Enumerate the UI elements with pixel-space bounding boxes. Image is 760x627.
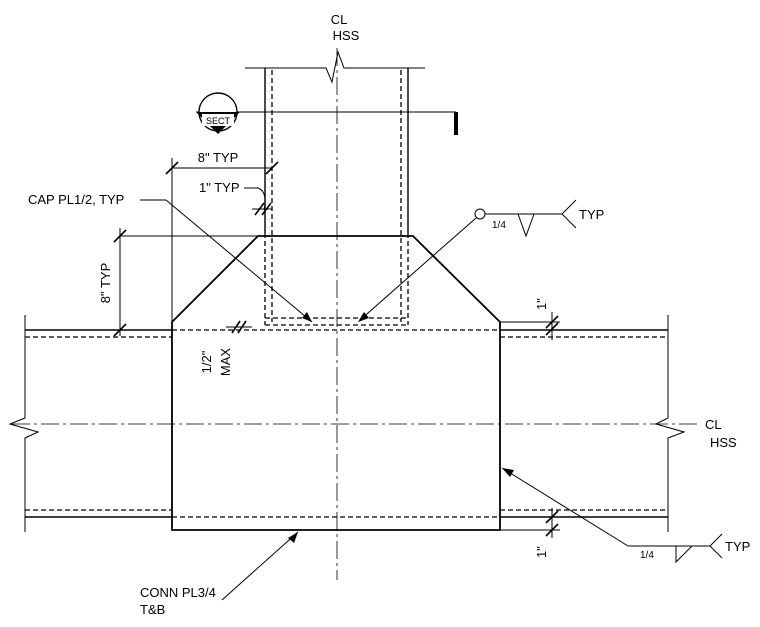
centerline-label-top: CL [331, 12, 348, 27]
hss-label-top: HSS [333, 28, 360, 43]
section-marker: SECT [196, 92, 458, 135]
dim-1-right-bottom-text: 1" [534, 546, 549, 558]
horizontal-hss-member [8, 315, 686, 532]
dim-8-typ-top-text: 8" TYP [198, 150, 239, 165]
conn-plate-callout: CONN PL3/4 T&B [140, 531, 299, 617]
dim-1-typ-top-text: 1" TYP [199, 180, 240, 195]
break-line-left [8, 315, 40, 532]
cap-plate-callout: CAP PL1/2, TYP [28, 192, 313, 323]
break-line-right [654, 315, 686, 532]
section-label: SECT [206, 116, 231, 126]
dim-max-text: MAX [218, 348, 233, 377]
weld-typ-bottom: TYP [725, 539, 750, 554]
dimension-1-typ-top: 1" TYP [199, 180, 272, 216]
dim-1-right-top-text: 1" [534, 298, 549, 310]
cap-plate [264, 233, 409, 326]
weld-callout-bottom: 1/4 TYP [501, 467, 750, 564]
dimension-1-right-top: 1" [500, 298, 560, 340]
dimension-8-typ-horizontal: 8" TYP [165, 150, 279, 325]
dimension-8-typ-vertical: 8" TYP [98, 228, 258, 337]
vertical-hss-member [245, 50, 425, 322]
weld-size-bottom: 1/4 [640, 550, 654, 561]
cap-plate-label: CAP PL1/2, TYP [28, 192, 124, 207]
dim-half-text: 1/2" [199, 350, 214, 373]
dimension-1-right-bottom: 1" [500, 508, 560, 558]
weld-size-top: 1/4 [492, 220, 506, 231]
weld-callout-top: 1/4 TYP [358, 199, 604, 322]
dimension-half-max: 1/2" MAX [199, 320, 252, 377]
conn-plate-label-line2: T&B [140, 602, 165, 617]
break-line-top [245, 50, 425, 84]
centerline-label-right: CL [705, 417, 722, 432]
dim-8-typ-left-text: 8" TYP [98, 263, 113, 304]
weld-typ-top: TYP [579, 207, 604, 222]
hss-label-right: HSS [710, 435, 737, 450]
connection-plate [171, 235, 501, 531]
conn-plate-label-line1: CONN PL3/4 [140, 585, 216, 600]
